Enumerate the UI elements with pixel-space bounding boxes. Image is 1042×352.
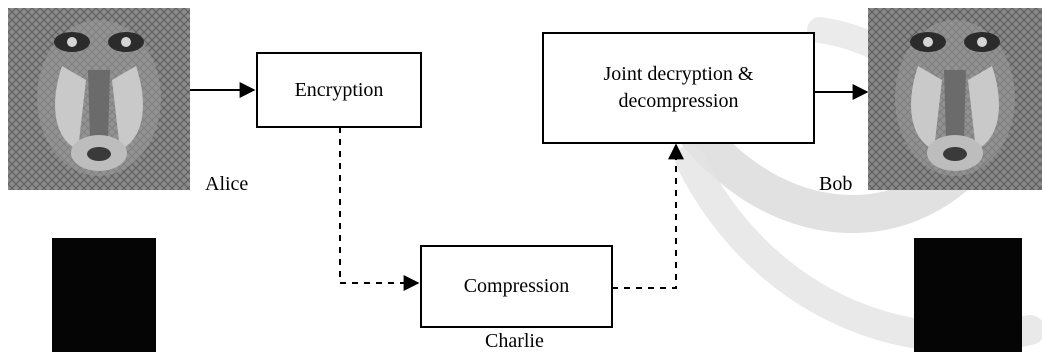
arrow-compression-to-joint: [612, 143, 684, 289]
arrow-encryption-to-compression: [339, 127, 420, 291]
encrypted-image-left: [52, 238, 156, 352]
compression-label: Compression: [463, 275, 570, 297]
original-baboon-image: [8, 8, 190, 190]
joint-decryption-decompression-box: Joint decryption & decompression: [542, 32, 815, 144]
joint-decryption-line-1: Joint decryption &: [603, 63, 754, 85]
compression-box: Compression: [420, 245, 613, 328]
joint-decryption-line-2: decompression: [618, 90, 739, 112]
bob-label: Bob: [819, 173, 853, 195]
encryption-label: Encryption: [294, 78, 384, 101]
encryption-box: Encryption: [256, 52, 422, 128]
charlie-label: Charlie: [485, 330, 544, 352]
reconstructed-baboon-image: [868, 8, 1042, 190]
alice-label: Alice: [205, 173, 249, 195]
joint-decryption-label: Joint decryption & decompression: [604, 61, 754, 115]
encrypted-image-right: [914, 238, 1022, 352]
